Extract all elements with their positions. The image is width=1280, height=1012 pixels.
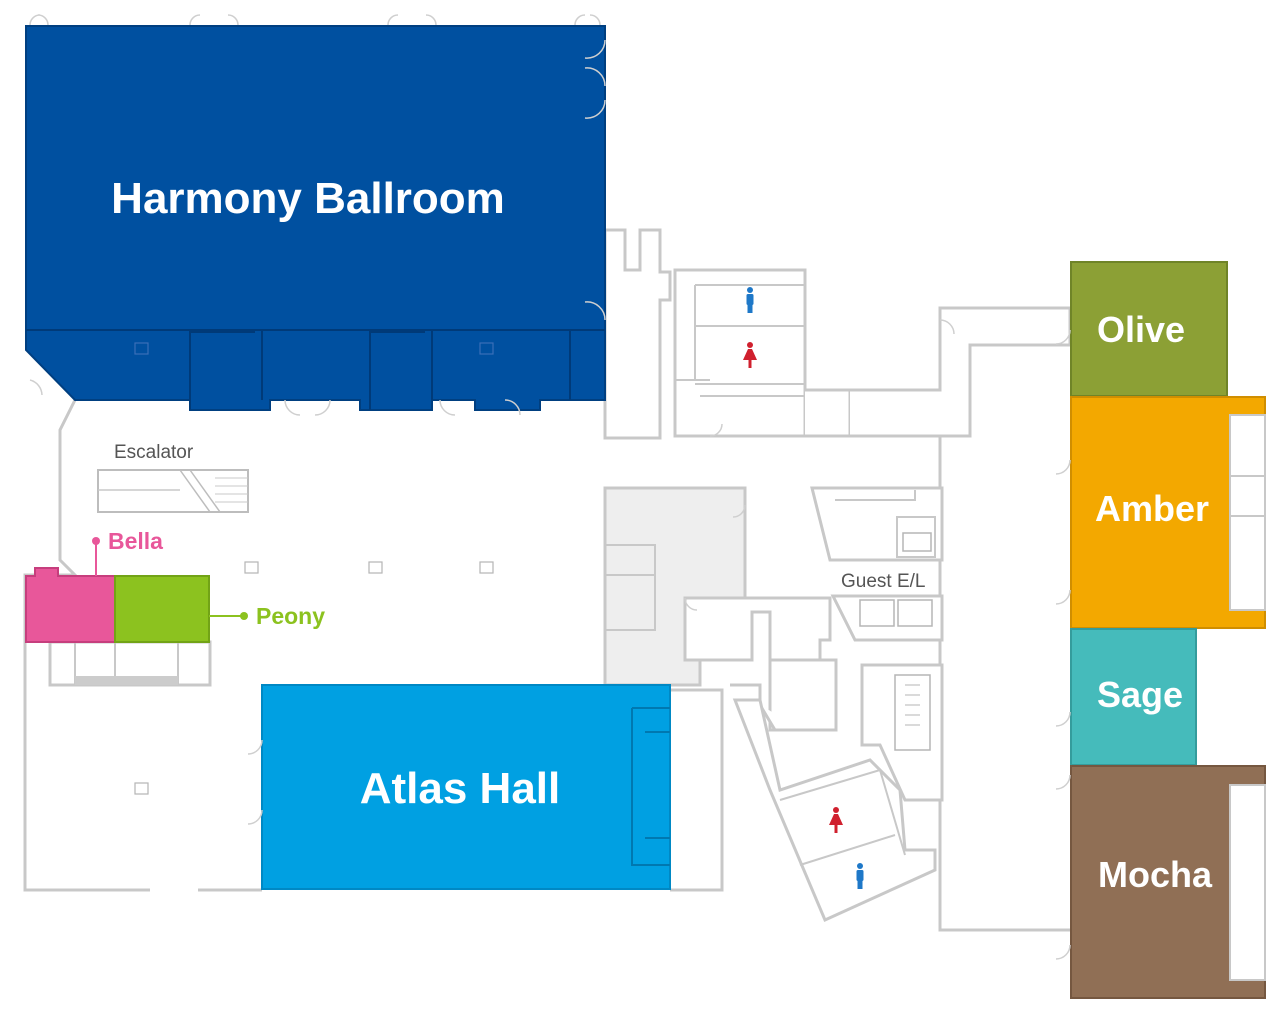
door-swings (29, 14, 1071, 960)
sage-room-area[interactable] (1070, 628, 1197, 766)
bella-callout: Bella (92, 528, 163, 576)
male-restroom-icon (746, 287, 754, 313)
sage-room-label: Sage (1097, 674, 1183, 715)
mocha-room[interactable]: Mocha (1070, 765, 1266, 999)
peony-room-area[interactable] (114, 575, 210, 643)
peony-callout: Peony (209, 603, 325, 629)
olive-room-label: Olive (1097, 309, 1185, 350)
amber-room-label: Amber (1095, 488, 1209, 529)
harmony-ballroom-label: Harmony Ballroom (111, 174, 505, 223)
amber-room[interactable]: Amber (1070, 396, 1266, 629)
male-restroom-icon-lower (856, 863, 864, 889)
female-restroom-icon (743, 342, 757, 368)
bella-callout-label: Bella (108, 528, 163, 554)
harmony-ballroom-area[interactable] (25, 25, 606, 411)
olive-room-area[interactable] (1070, 261, 1228, 397)
guest-elevator-label: Guest E/L (841, 571, 926, 592)
escalator-icon (97, 469, 249, 513)
atlas-hall[interactable]: Atlas Hall (261, 684, 671, 890)
peony-callout-label: Peony (256, 603, 325, 629)
atlas-hall-label: Atlas Hall (360, 764, 561, 813)
mocha-room-label: Mocha (1098, 854, 1213, 895)
bella-room-area[interactable] (25, 567, 116, 643)
sage-room[interactable]: Sage (1070, 628, 1197, 766)
female-restroom-icon-lower (829, 807, 843, 833)
atlas-hall-area[interactable] (261, 684, 671, 890)
peony-room[interactable] (114, 575, 210, 643)
bella-room[interactable] (25, 567, 116, 643)
olive-room[interactable]: Olive (1070, 261, 1228, 397)
hydrant-markers (134, 561, 494, 795)
harmony-ballroom[interactable]: Harmony Ballroom (25, 25, 606, 411)
escalator-label: Escalator (114, 442, 194, 463)
